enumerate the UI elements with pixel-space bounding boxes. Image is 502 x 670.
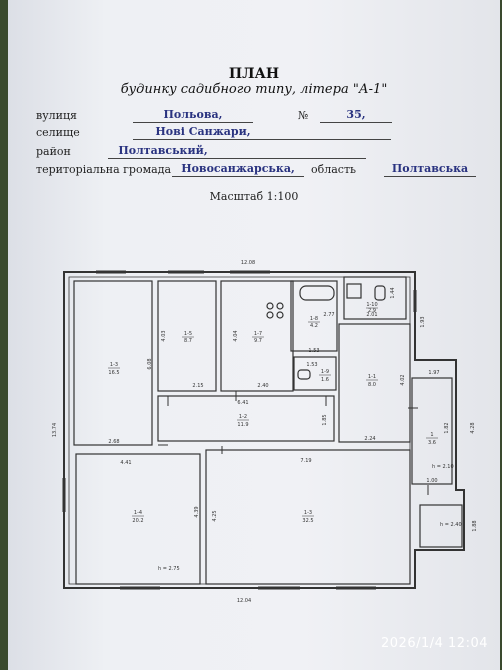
community-value: Новосанжарська, [181, 162, 295, 175]
room-1-5-id: 1-5 [184, 331, 192, 337]
dim-hall-width: 2.24 [364, 436, 375, 442]
dim-porch-top: 1.97 [428, 370, 439, 376]
district-underline [108, 158, 366, 159]
height-room14: h = 2.75 [158, 566, 180, 572]
region-label: область [311, 163, 357, 176]
street-value: Польова, [163, 108, 223, 121]
dim-room15-width: 2.15 [192, 383, 203, 389]
sink-icon [346, 283, 362, 299]
room-1-4-outline [75, 453, 201, 585]
room-1-3-outline [73, 280, 153, 446]
floor-plan: 12.08 12.04 13.74 6.08 2.68 4.03 2.15 4.… [52, 260, 478, 604]
dim-left-overall: 13.74 [52, 423, 58, 437]
document-sheet: ПЛАН будинку садибного типу, літера "А-1… [8, 0, 500, 670]
dim-room14-height: 4.39 [194, 506, 200, 517]
room-1-1-area: 8.0 [368, 382, 376, 388]
room-1-4-area: 20.2 [132, 518, 143, 524]
room-1-7-area: 9.7 [254, 338, 262, 344]
scale-note: Масштаб 1:100 [209, 190, 299, 203]
dim-corridor-width: 6.41 [237, 400, 248, 406]
village-label: селище [36, 126, 80, 139]
dim-room13-width: 2.68 [108, 439, 119, 445]
toilet-room-outline [343, 276, 407, 320]
street-underline [133, 122, 253, 123]
room-1-2-outline [157, 395, 335, 442]
dim-wc-width: 1.53 [306, 362, 317, 368]
dim-porch-right: 4.28 [470, 422, 476, 433]
porch-outline [411, 377, 453, 485]
height-porch: h = 2.10 [432, 464, 454, 470]
region-underline [384, 176, 476, 177]
village-value: Нові Санжари, [155, 125, 251, 138]
room-1-8-id: 1-8 [310, 316, 318, 322]
room-1-1-outline [338, 323, 411, 443]
step-outline [419, 504, 463, 548]
dim-room17-height: 4.04 [233, 330, 239, 341]
room-1-9-area: 1.6 [321, 377, 329, 383]
wc-toilet-icon [297, 369, 311, 380]
room-1-5-area: 8.7 [184, 338, 192, 344]
dim-step-height: 1.88 [472, 520, 478, 531]
dim-room17-width: 2.40 [257, 383, 268, 389]
dim-toilet-height: 1.44 [390, 287, 396, 298]
dim-bottom-overall: 12.04 [237, 598, 251, 604]
community-label: територіальна громада [36, 163, 172, 176]
wc-room-outline [293, 356, 337, 391]
bath-room-outline [290, 280, 338, 352]
dim-roombig-height: 4.25 [212, 510, 218, 521]
dim-roombig-width: 7.19 [300, 458, 311, 464]
dim-corridor-height: 1.85 [322, 414, 328, 425]
room-1-1-id: 1-1 [368, 374, 376, 380]
porch-area: 3.6 [428, 440, 436, 446]
room-1-2-area: 11.9 [237, 422, 248, 428]
district-label: район [36, 145, 71, 158]
region-value: Полтавська [391, 162, 469, 175]
dim-bath-height: 2.77 [323, 312, 334, 318]
room-big-id: 1-3 [304, 510, 312, 516]
dim-bath-width: 1.53 [308, 348, 319, 354]
dim-room14-width: 4.41 [120, 460, 131, 466]
room-big-outline [205, 449, 411, 585]
document-title: ПЛАН [228, 66, 280, 82]
number-underline [320, 122, 392, 123]
room-1-3-id: 1-3 [110, 362, 118, 368]
room-1-5-outline [157, 280, 217, 392]
room-1-10-id: 1-10 [366, 302, 377, 308]
street-label: вулиця [36, 109, 77, 122]
district-value: Полтавський, [118, 144, 208, 157]
height-step: h = 2.40 [440, 522, 462, 528]
room-1-7-id: 1-7 [254, 331, 262, 337]
room-1-2-id: 1-2 [239, 414, 247, 420]
dim-porch-low: 1.00 [426, 478, 437, 484]
number-value: 35, [346, 108, 366, 121]
dim-toilet-width: 2.01 [366, 312, 377, 318]
bathtub-icon [299, 285, 335, 301]
room-1-10-area: 2.9 [368, 308, 376, 314]
dim-porch-inner: 1.82 [444, 422, 450, 433]
number-sign: № [298, 109, 309, 122]
dim-room15-height: 4.03 [161, 330, 167, 341]
dim-hall-height: 4.02 [400, 374, 406, 385]
room-1-9-id: 1-9 [321, 369, 329, 375]
toilet-icon [374, 285, 386, 301]
room-big-area: 32.5 [302, 518, 313, 524]
community-underline [172, 176, 304, 177]
document-subtitle: будинку садибного типу, літера "А-1" [120, 82, 388, 97]
room-1-4-id: 1-4 [134, 510, 142, 516]
porch-id: 1 [430, 432, 433, 438]
stove-icon [266, 302, 274, 310]
photo-timestamp: 2026/1/4 12:04 [381, 636, 488, 651]
village-underline [133, 139, 391, 140]
room-1-7-outline [220, 280, 294, 392]
dim-top-overall: 12.08 [241, 260, 255, 266]
room-1-8-area: 4.2 [310, 323, 318, 329]
dim-right-upper: 1.93 [420, 316, 426, 327]
dim-room13-height: 6.08 [147, 358, 153, 369]
room-1-3-area: 16.5 [108, 370, 119, 376]
